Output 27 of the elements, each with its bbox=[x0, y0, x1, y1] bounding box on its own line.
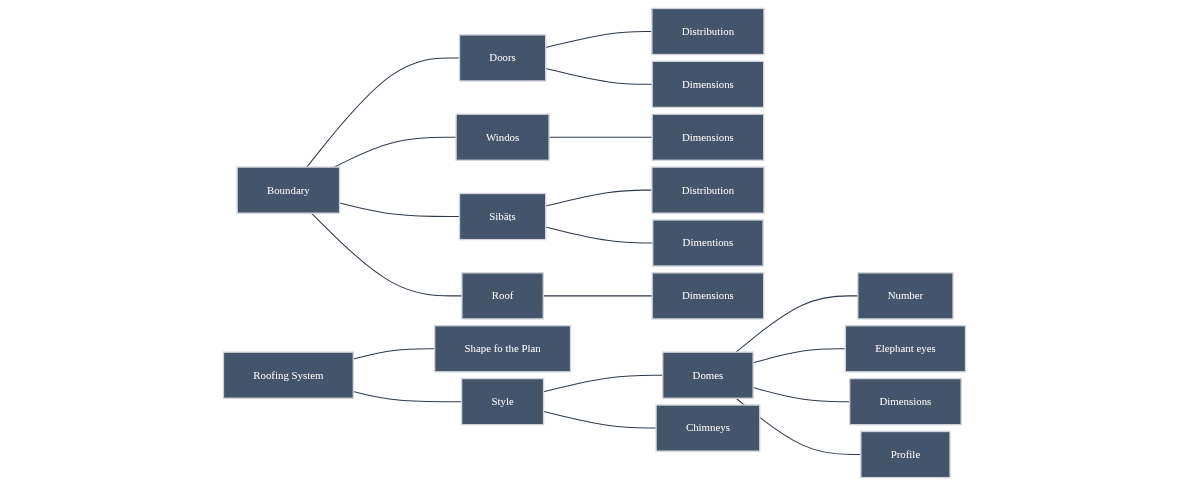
node-box: Chimneys bbox=[654, 404, 760, 452]
node-box: Shape fo the Plan bbox=[433, 325, 571, 373]
node-box: Number bbox=[856, 272, 954, 320]
connector bbox=[735, 295, 858, 353]
node-box: Roofing System bbox=[222, 351, 354, 399]
node-box: Profile bbox=[859, 430, 951, 479]
node-box: Windos bbox=[454, 113, 550, 161]
node-box: Style bbox=[460, 377, 544, 426]
node-box: Doors bbox=[458, 34, 546, 82]
node-box: Dimentions bbox=[651, 219, 764, 267]
node-box: Distribution bbox=[650, 7, 765, 56]
connector bbox=[310, 212, 462, 297]
connector bbox=[735, 397, 861, 456]
node-box: Dimensions bbox=[651, 113, 764, 161]
connector bbox=[352, 390, 462, 403]
connector bbox=[352, 348, 435, 360]
node-box: Dimensions bbox=[651, 272, 764, 320]
node-box: Sibāṭs bbox=[458, 192, 546, 241]
node-box: Domes bbox=[661, 351, 754, 399]
connector bbox=[305, 57, 460, 168]
node-box: Boundary bbox=[235, 166, 340, 214]
node-box: Distribution bbox=[650, 166, 765, 214]
node-box: Dimensions bbox=[651, 60, 764, 109]
node-box: Dimensions bbox=[848, 377, 962, 426]
node-box: Elephant eyes bbox=[844, 325, 966, 373]
connector bbox=[752, 387, 850, 403]
node-box: Roof bbox=[460, 272, 544, 320]
